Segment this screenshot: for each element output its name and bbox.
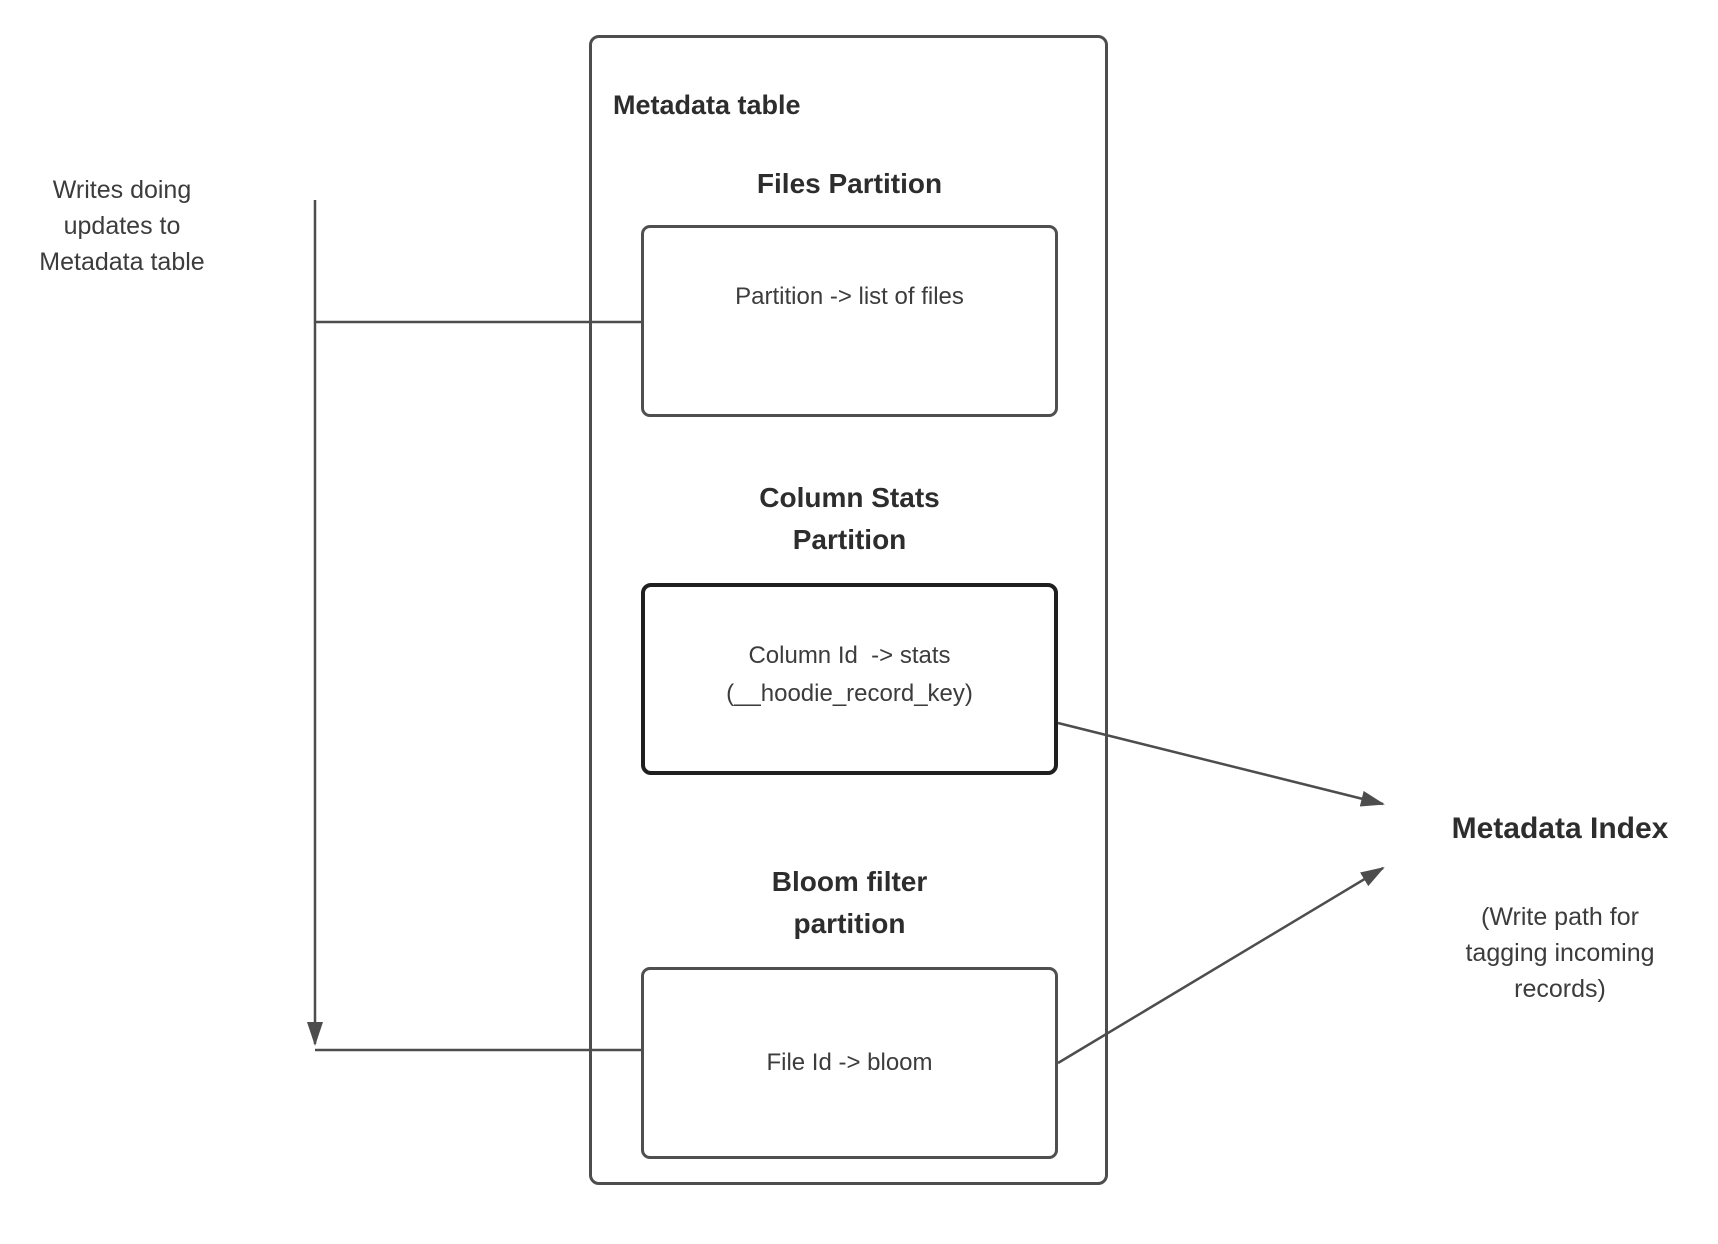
writes-note-line: Metadata table: [39, 248, 205, 276]
bloom-filter-partition-box: File Id -> bloom: [641, 967, 1058, 1159]
bloom-filter-mapping: File Id -> bloom: [766, 1049, 933, 1076]
metadata-table-container: [589, 35, 1108, 1185]
files-partition-heading: Files Partition: [756, 168, 943, 199]
writes-note: Writes doing updates to Metadata table: [10, 172, 234, 280]
metadata-index-title: Metadata Index: [1451, 812, 1669, 845]
column-stats-record-key: (__hoodie_record_key): [726, 680, 973, 707]
writes-note-line: updates to: [63, 212, 181, 240]
column-stats-partition-heading: Column Stats Partition: [759, 482, 940, 555]
metadata-table-title: Metadata table: [613, 90, 801, 120]
column-stats-partition-box: Column Id -> stats (__hoodie_record_key): [641, 583, 1058, 775]
bloom-filter-partition-heading: Bloom filter partition: [771, 866, 928, 939]
metadata-index-note-line: tagging incoming: [1465, 939, 1655, 967]
writes-note-line: Writes doing: [52, 176, 192, 204]
files-partition-box: Partition -> list of files: [641, 225, 1058, 417]
metadata-index-note-line: records): [1514, 975, 1606, 1003]
column-stats-mapping: Column Id -> stats: [748, 642, 951, 669]
metadata-index-note-line: (Write path for: [1481, 903, 1639, 931]
metadata-index-note: (Write path for tagging incoming records…: [1378, 899, 1718, 1007]
files-partition-mapping: Partition -> list of files: [735, 283, 964, 310]
